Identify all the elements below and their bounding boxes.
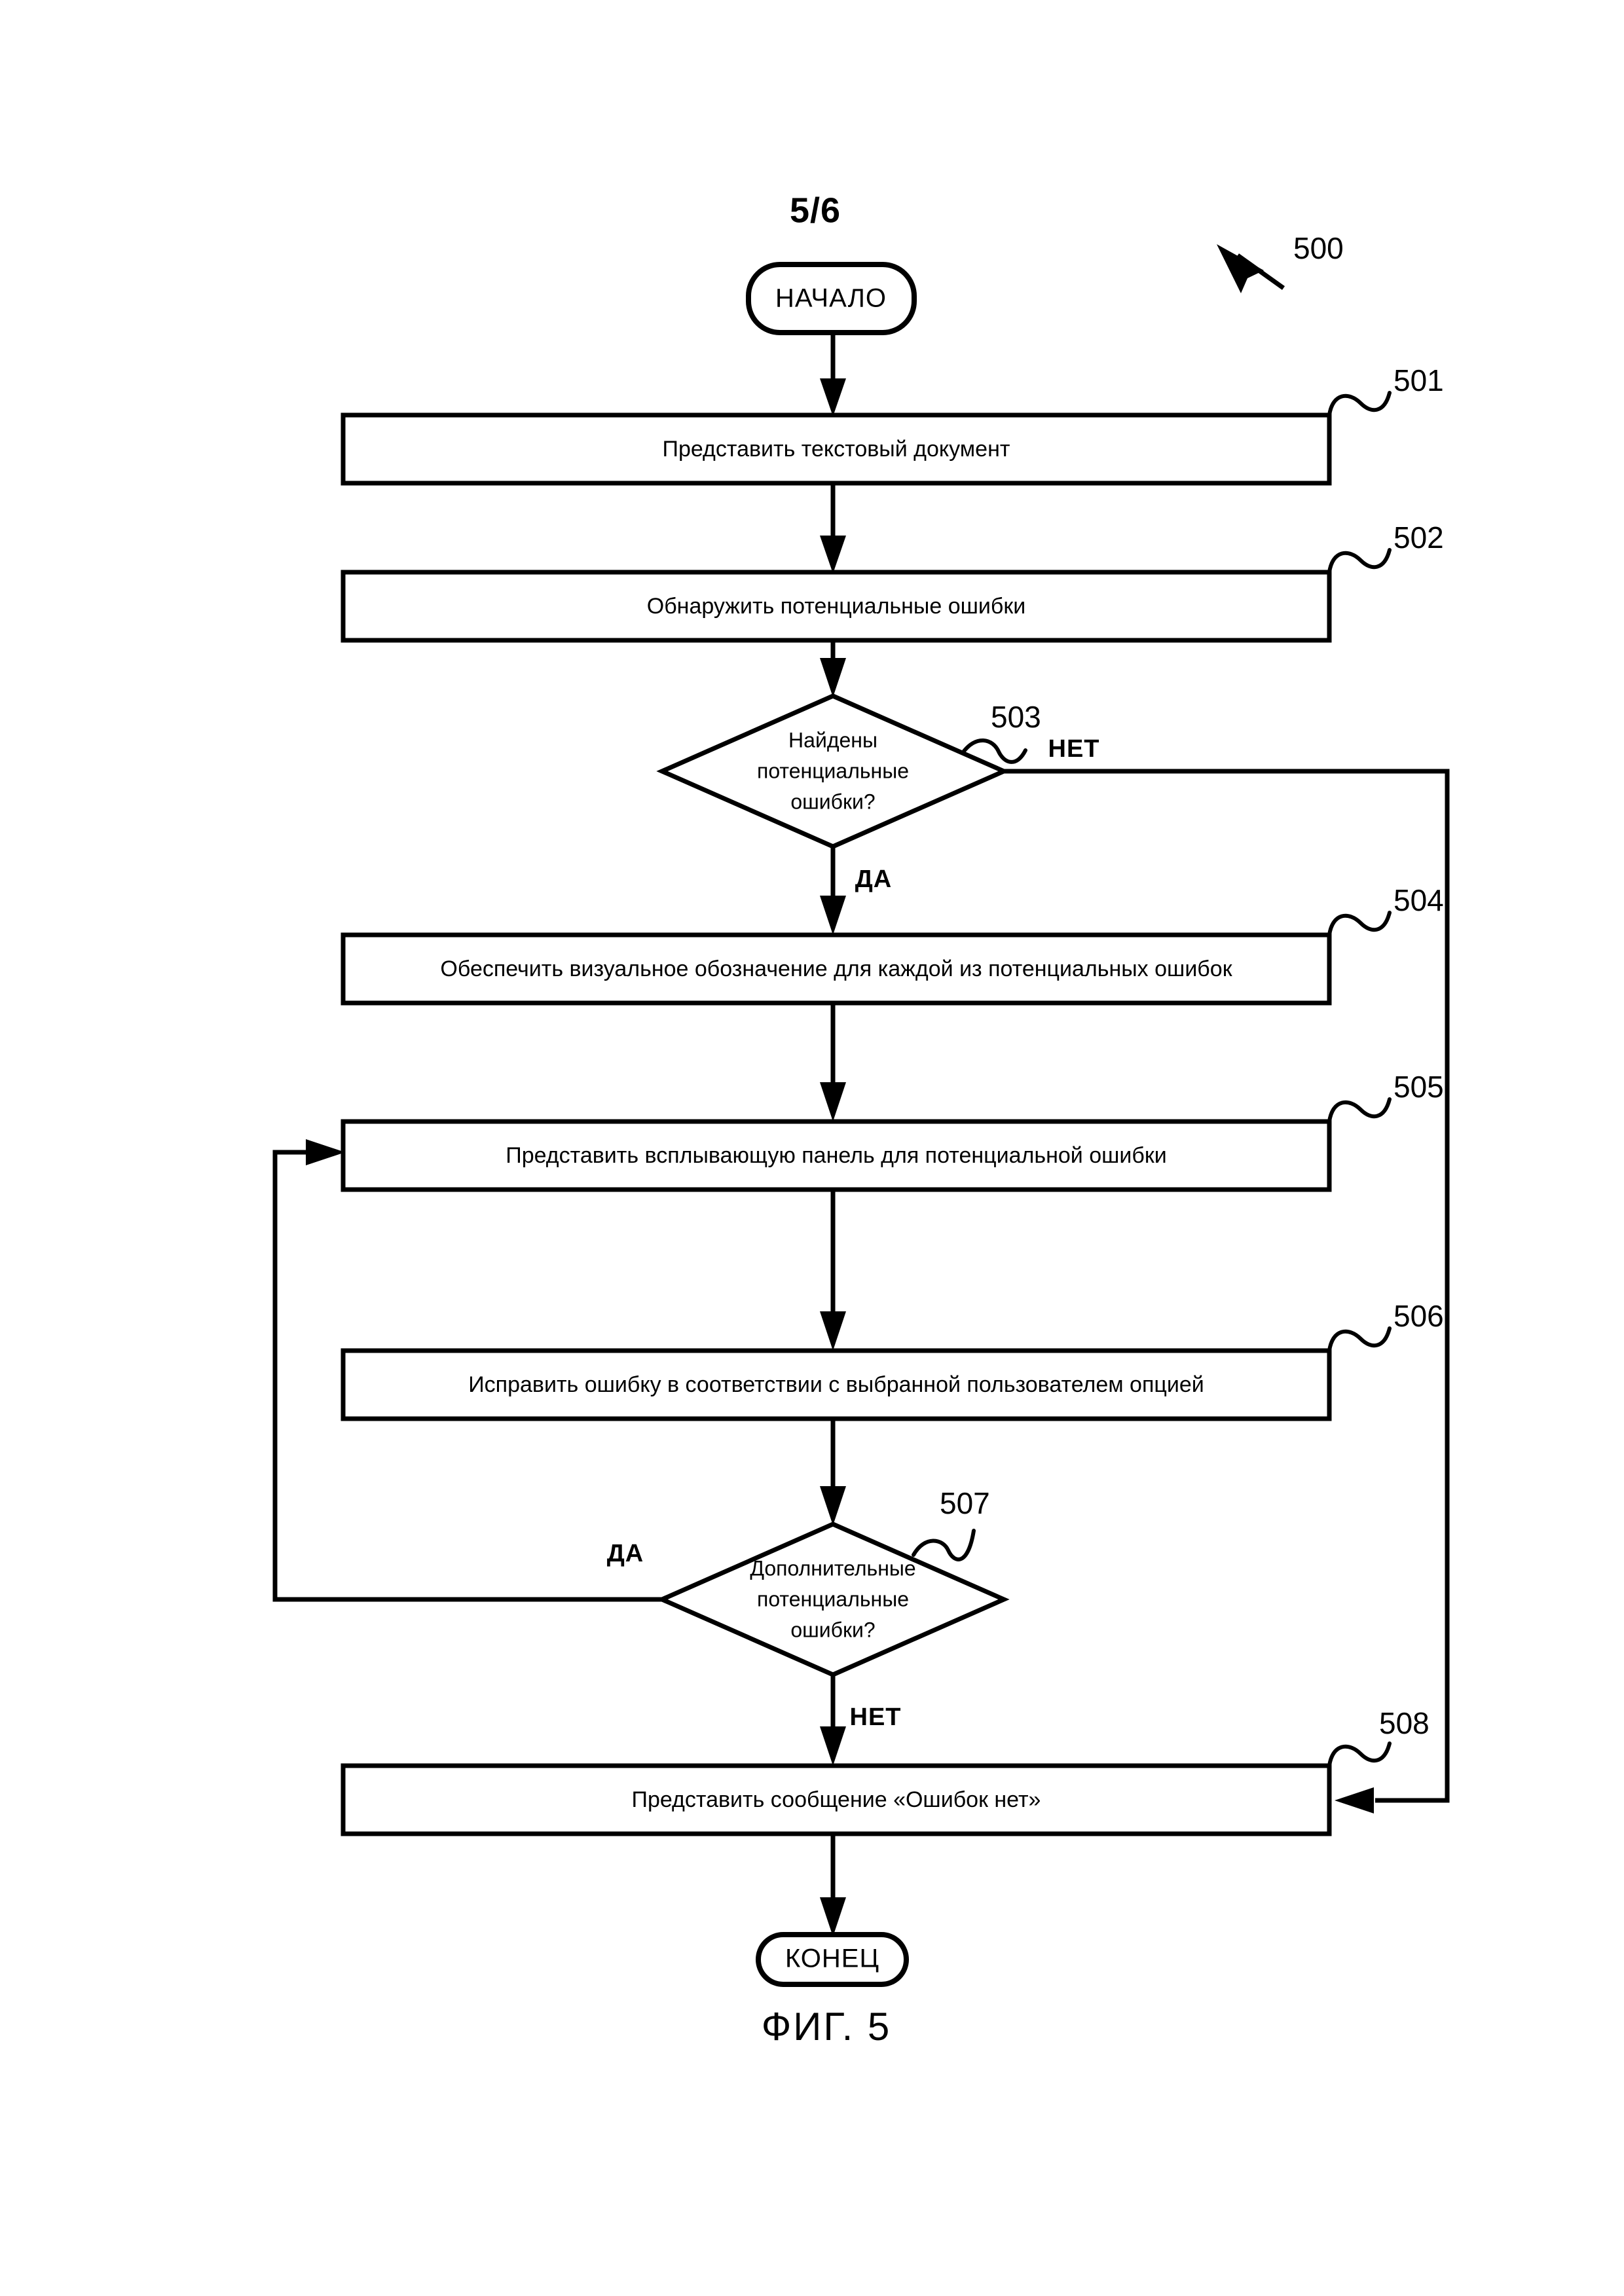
ref-leader-507 (912, 1529, 976, 1561)
ref-number-507: 507 (940, 1486, 990, 1520)
ref-number-503: 503 (991, 700, 1041, 734)
decision-507-line3: ошибки? (790, 1618, 875, 1641)
connector-505-to-506 (820, 1190, 846, 1351)
diagram-ref-500-leader (1217, 244, 1285, 293)
ref-number-501: 501 (1393, 363, 1444, 397)
connector-503-to-504 (820, 847, 846, 935)
start-terminal-label: НАЧАЛО (775, 284, 887, 313)
connector-504-to-505 (820, 1003, 846, 1121)
process-box-502 (341, 570, 1332, 643)
branch-label-507-no: НЕТ (850, 1704, 902, 1731)
connector-506-to-507 (820, 1419, 846, 1525)
process-box-502-label: Обнаружить потенциальные ошибки (647, 594, 1025, 619)
process-box-506 (341, 1348, 1332, 1421)
connector-start-to-501 (820, 333, 846, 416)
end-terminal (756, 1932, 909, 1987)
process-box-504 (341, 932, 1332, 1006)
end-terminal-label: КОНЕЦ (785, 1944, 879, 1973)
ref-number-505: 505 (1393, 1070, 1444, 1104)
connector-507-to-508 (820, 1675, 846, 1766)
decision-507-line2: потенциальные (757, 1587, 909, 1611)
branch-label-503-no: НЕТ (1048, 735, 1100, 763)
figure-caption: ФИГ. 5 (762, 2005, 892, 2049)
ref-number-504: 504 (1393, 883, 1444, 917)
connector-503-no-bypass (1004, 769, 1450, 1813)
decision-507-line1: Дополнительные (750, 1556, 915, 1580)
branch-label-503-yes: ДА (855, 866, 893, 893)
ref-leader-503 (961, 738, 1027, 764)
decision-503-line2: потенциальные (757, 759, 909, 782)
connector-508-to-end (820, 1834, 846, 1937)
connector-507-yes-loop (272, 1139, 662, 1602)
connector-502-to-503 (820, 640, 846, 697)
ref-number-506: 506 (1393, 1299, 1444, 1333)
ref-number-508: 508 (1379, 1706, 1430, 1740)
ref-number-502: 502 (1393, 520, 1444, 555)
ref-leader-501 (1327, 391, 1392, 417)
diagram-ref-500: 500 (1293, 231, 1344, 265)
branch-label-507-yes: ДА (607, 1540, 644, 1567)
process-box-501 (341, 412, 1332, 486)
decision-503-line1: Найдены (788, 728, 877, 752)
ref-leader-508 (1327, 1741, 1392, 1768)
ref-leader-504 (1327, 911, 1392, 937)
process-box-505 (341, 1119, 1332, 1192)
process-box-504-label: Обеспечить визуальное обозначение для ка… (440, 957, 1232, 981)
process-box-501-label: Представить текстовый документ (663, 437, 1010, 462)
ref-leader-505 (1327, 1097, 1392, 1123)
process-box-505-label: Представить всплывающую панель для потен… (506, 1143, 1166, 1168)
page-number: 5/6 (790, 191, 841, 230)
process-box-508-label: Представить сообщение «Ошибок нет» (632, 1787, 1041, 1812)
connector-501-to-502 (820, 483, 846, 574)
process-box-508 (341, 1763, 1332, 1836)
ref-leader-506 (1327, 1326, 1392, 1353)
process-box-506-label: Исправить ошибку в соответствии с выбран… (468, 1372, 1204, 1397)
ref-leader-502 (1327, 548, 1392, 574)
decision-503-line3: ошибки? (790, 790, 875, 813)
